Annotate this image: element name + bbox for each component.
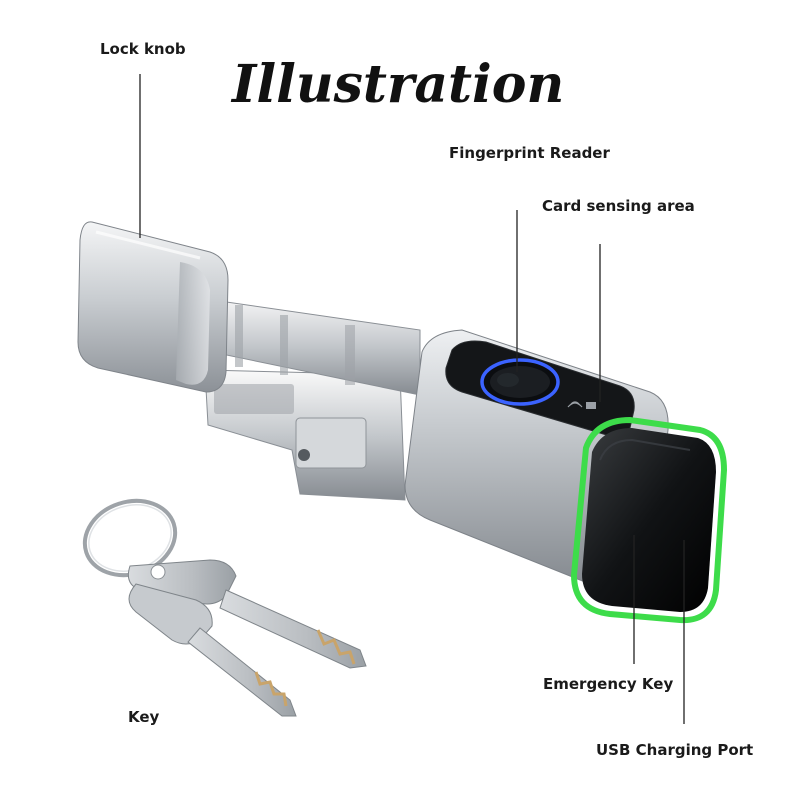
front-cap — [570, 416, 728, 624]
label-usb-charging-port: USB Charging Port — [596, 741, 753, 759]
keys — [82, 498, 367, 717]
lock-knob — [77, 221, 229, 393]
callout-labels: Lock knob Fingerprint Reader Card sensin… — [100, 40, 753, 759]
led-ring — [570, 416, 728, 624]
leader-lines — [139, 74, 685, 724]
label-fingerprint-reader: Fingerprint Reader — [449, 144, 610, 162]
smart-body — [404, 329, 669, 598]
title: Illustration — [230, 54, 564, 115]
card-sensing-icon — [567, 401, 596, 409]
label-emergency-key: Emergency Key — [543, 675, 673, 693]
smart-lock-cylinder — [77, 221, 728, 624]
fingerprint-reader — [480, 358, 560, 406]
label-lock-knob: Lock knob — [100, 40, 186, 58]
label-key: Key — [128, 708, 160, 726]
key-2 — [128, 583, 297, 717]
cylinder-housing — [204, 369, 406, 501]
cam-screw — [298, 449, 310, 461]
label-card-sensing-area: Card sensing area — [542, 197, 695, 215]
